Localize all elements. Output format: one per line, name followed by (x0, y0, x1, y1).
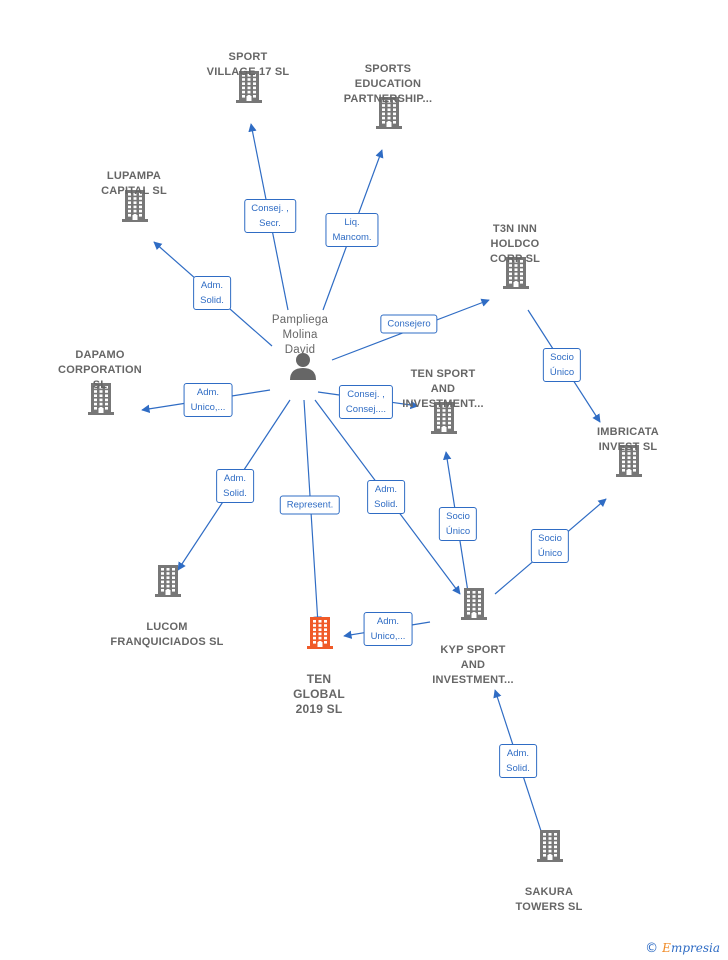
empresia-watermark: ©Empresia (645, 941, 720, 956)
edge-label-e4[interactable]: Consejero (380, 314, 438, 334)
edge-label-e9[interactable]: Adm.Solid. (367, 480, 405, 514)
building-icon[interactable] (236, 69, 262, 103)
edge-label-e3[interactable]: Adm.Solid. (193, 276, 231, 310)
brand-initial: E (662, 941, 671, 955)
edge-label-e13[interactable]: Adm.Unico,... (363, 612, 413, 646)
building-icon[interactable] (88, 381, 114, 415)
edge-label-e1[interactable]: Consej. ,Secr. (244, 199, 296, 233)
building-icon[interactable] (461, 586, 487, 620)
edge-label-e8[interactable]: Represent. (279, 495, 341, 515)
edge-label-e5[interactable]: Adm.Unico,... (183, 383, 233, 417)
copyright-symbol: © (645, 941, 659, 956)
edge-label-e6[interactable]: Consej. ,Consej.... (338, 385, 394, 419)
building-icon[interactable] (155, 563, 181, 597)
brand-rest: mpresia (670, 941, 720, 955)
building-icon[interactable] (503, 255, 529, 289)
building-icon[interactable] (307, 615, 333, 649)
building-icon[interactable] (537, 828, 563, 862)
edge-label-e7[interactable]: Adm.Solid. (216, 469, 254, 503)
building-icon[interactable] (616, 443, 642, 477)
edge-label-e14[interactable]: Adm.Solid. (499, 744, 537, 778)
edge-label-e2[interactable]: Liq.Mancom. (325, 213, 379, 247)
building-icon[interactable] (431, 400, 457, 434)
person-icon[interactable] (288, 351, 318, 381)
building-icon[interactable] (376, 95, 402, 129)
building-icon[interactable] (122, 188, 148, 222)
